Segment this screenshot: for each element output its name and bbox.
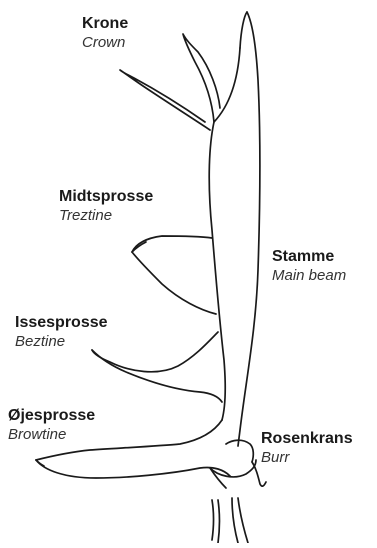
- label-crown-norwegian: Krone: [82, 15, 128, 33]
- label-burr-norwegian: Rosenkrans: [261, 430, 353, 448]
- beztine-lower: [92, 350, 222, 402]
- label-burr: Rosenkrans Burr: [261, 430, 353, 467]
- main-beam-outer-edge: [238, 12, 260, 446]
- crown-middle-point: [183, 34, 220, 122]
- label-browtine-english: Browtine: [8, 426, 95, 443]
- main-beam-tip: [240, 12, 247, 48]
- label-main-beam: Stamme Main beam: [272, 248, 346, 285]
- main-beam-inner-edge: [209, 48, 240, 420]
- label-beztine-english: Beztine: [15, 333, 108, 350]
- pedicle-left-1: [212, 500, 214, 540]
- pedicle-right-1: [232, 498, 238, 543]
- burr-ring-top: [226, 440, 253, 462]
- label-main-beam-english: Main beam: [272, 267, 346, 284]
- label-beztine: Issesprosse Beztine: [15, 314, 108, 351]
- treztine-lower: [132, 252, 216, 314]
- pedicle-right-2: [238, 498, 248, 543]
- label-burr-english: Burr: [261, 449, 353, 466]
- label-crown-english: Crown: [82, 34, 128, 51]
- label-treztine-norwegian: Midtsprosse: [59, 188, 153, 206]
- browtine-lower: [36, 460, 230, 478]
- label-browtine-norwegian: Øjesprosse: [8, 407, 95, 425]
- label-browtine: Øjesprosse Browtine: [8, 407, 95, 444]
- label-crown: Krone Crown: [82, 15, 128, 52]
- label-main-beam-norwegian: Stamme: [272, 248, 346, 266]
- pedicle-left-2: [218, 500, 220, 543]
- label-treztine-english: Treztine: [59, 207, 153, 224]
- beztine-upper: [92, 332, 218, 372]
- label-treztine: Midtsprosse Treztine: [59, 188, 153, 225]
- label-beztine-norwegian: Issesprosse: [15, 314, 108, 332]
- crown-left-point: [120, 70, 210, 130]
